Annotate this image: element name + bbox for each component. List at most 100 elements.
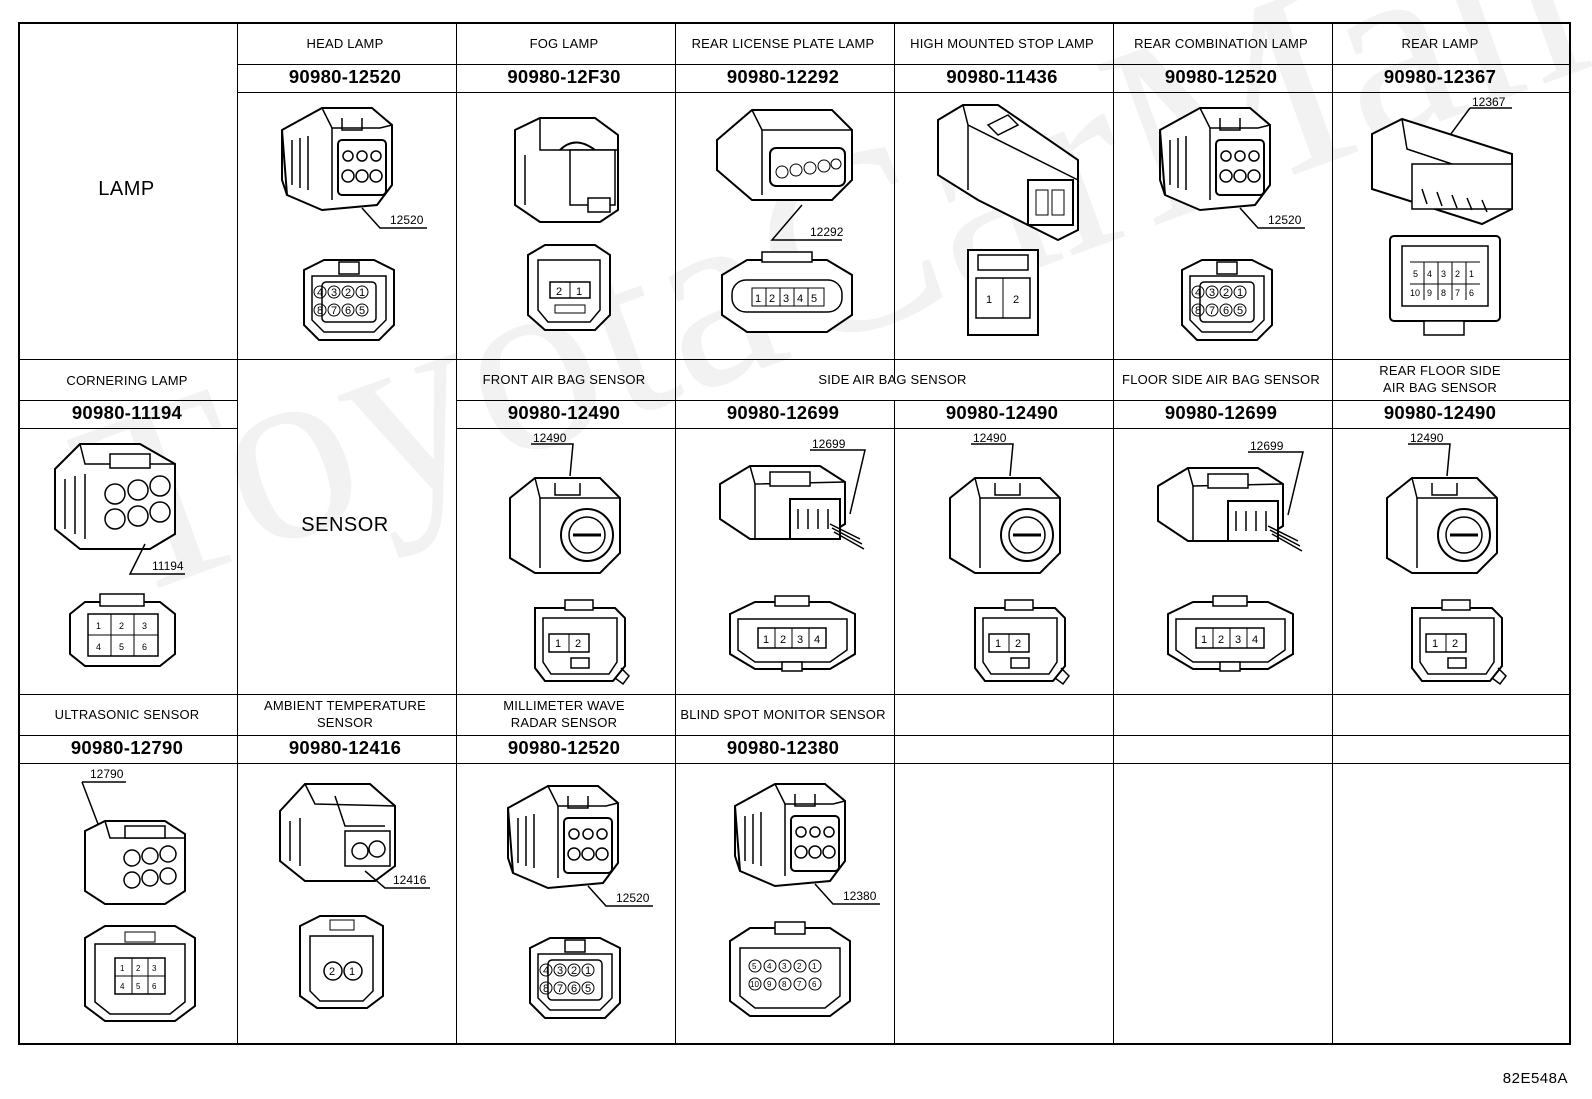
pin-label: 2: [329, 966, 335, 978]
pin-label: 9: [1427, 288, 1432, 298]
connector-figure-fog-lamp: 2 1: [500, 110, 640, 350]
connector-table: [18, 22, 1571, 1045]
pin-label: 3: [557, 965, 563, 977]
connector-figure-ambient-temperature-sensor: 12416 2 1: [275, 776, 445, 1036]
pin-label: 1: [349, 966, 355, 978]
tag-label: 12790: [90, 767, 124, 781]
pin-label: 5: [585, 983, 591, 995]
pin-label: 1: [1237, 287, 1243, 299]
pin-label: 8: [1195, 305, 1201, 317]
pin-label: 4: [120, 982, 125, 991]
pin-label: 4: [543, 965, 549, 977]
title-rear-lamp: REAR LAMP: [1401, 35, 1479, 51]
tag-label: 12699: [1250, 439, 1284, 453]
pin-label: 1: [120, 964, 125, 973]
pin-label: 8: [1441, 288, 1446, 298]
pin-label: 3: [783, 293, 789, 305]
part-number: 90980-12416: [288, 737, 402, 758]
pin-label: 5: [752, 962, 757, 971]
category-lamp: LAMP: [98, 178, 155, 200]
pin-label: 2: [136, 964, 141, 973]
part-number: 90980-12699: [1164, 402, 1278, 423]
part-number: 90980-12490: [945, 402, 1059, 423]
pin-label: 1: [1469, 269, 1474, 279]
title-rear-floor-side-air-bag-sensor: REAR FLOOR SIDE AIR BAG SENSOR: [1331, 360, 1549, 398]
pin-label: 8: [317, 305, 323, 317]
title-high-mounted-stop-lamp: HIGH MOUNTED STOP LAMP: [910, 35, 1094, 51]
pin-label: 5: [811, 293, 817, 305]
pin-label: 3: [152, 964, 157, 973]
pin-label: 8: [782, 980, 787, 989]
connector-figure-side-air-bag-sensor-12490: 12490 1 2: [935, 428, 1085, 688]
tag-label: 12380: [843, 889, 877, 903]
pin-label: 5: [359, 305, 365, 317]
connector-figure-blind-spot-monitor-sensor: 12380 5 4 3 2 1 10 9 8 7 6: [715, 776, 885, 1036]
category-sensor: SENSOR: [301, 513, 389, 536]
pin-label: 2: [571, 965, 577, 977]
title-line: SENSOR: [316, 715, 374, 730]
pin-label: 2: [119, 621, 124, 631]
title-millimeter-wave-radar-sensor: MILLIMETER WAVE RADAR SENSOR: [455, 695, 673, 733]
pin-label: 1: [96, 621, 101, 631]
title-ultrasonic-sensor: ULTRASONIC SENSOR: [54, 706, 200, 722]
pin-label: 3: [1209, 287, 1215, 299]
pin-label: 1: [995, 638, 1001, 650]
title-line: REAR FLOOR SIDE: [1379, 363, 1501, 378]
pin-label: 3: [782, 962, 787, 971]
tag-label: 12520: [1268, 213, 1302, 227]
connector-figure-high-mounted-stop-lamp: 1 2: [928, 100, 1088, 350]
pin-label: 9: [767, 980, 772, 989]
part-number: 90980-11194: [71, 402, 183, 423]
pin-label: 3: [331, 287, 337, 299]
pin-label: 4: [96, 642, 101, 652]
pin-label: 6: [142, 642, 147, 652]
tag-label: 12292: [810, 225, 844, 239]
part-number: 90980-12699: [726, 402, 840, 423]
title-cornering-lamp: CORNERING LAMP: [66, 372, 188, 388]
tag-label: 11194: [152, 559, 184, 573]
pin-label: 4: [317, 287, 323, 299]
part-number: 90980-12490: [507, 402, 621, 423]
connector-figure-cornering-lamp: 11194 1 2 3 4 5 6: [50, 434, 200, 684]
title-front-air-bag-sensor: FRONT AIR BAG SENSOR: [482, 371, 646, 387]
title-head-lamp: HEAD LAMP: [306, 35, 384, 51]
part-number: 90980-12490: [1383, 402, 1497, 423]
connector-figure-rear-lamp: 12367 5 4 3 2 1 10 9 8 7 6: [1362, 94, 1532, 350]
pin-label: 2: [1452, 638, 1458, 650]
connector-figure-front-air-bag-sensor: 12490 1 2: [495, 428, 645, 688]
pin-label: 6: [152, 982, 157, 991]
pin-label: 3: [142, 621, 147, 631]
pin-label: 7: [1455, 288, 1460, 298]
connector-figure-side-air-bag-sensor-12699: 12699 1 2 3 4: [710, 434, 880, 684]
part-number: 90980-12367: [1383, 66, 1497, 87]
pin-label: 1: [585, 965, 591, 977]
title-line: RADAR SENSOR: [510, 715, 618, 730]
tag-label: 12490: [1410, 431, 1444, 445]
pin-label: 10: [1410, 288, 1420, 298]
tag-label: 12520: [616, 891, 650, 905]
part-number: 90980-12520: [1164, 66, 1278, 87]
pin-label: 4: [797, 293, 803, 305]
pin-label: 2: [1015, 638, 1021, 650]
tag-label: 12699: [812, 437, 846, 451]
part-number: 90980-12F30: [507, 66, 621, 87]
pin-label: 2: [556, 286, 562, 298]
pin-label: 2: [1013, 294, 1019, 306]
pin-label: 4: [1427, 269, 1432, 279]
pin-label: 1: [1201, 634, 1207, 646]
pin-label: 5: [136, 982, 141, 991]
pin-label: 5: [1413, 269, 1418, 279]
connector-figure-rear-license-plate-lamp: 12292 1 2 3 4 5: [712, 100, 872, 350]
pin-label: 1: [576, 286, 582, 298]
title-side-air-bag-sensor: SIDE AIR BAG SENSOR: [818, 371, 967, 387]
pin-label: 1: [555, 638, 561, 650]
title-line: AMBIENT TEMPERATURE: [264, 698, 426, 713]
pin-label: 6: [812, 980, 817, 989]
pin-label: 6: [1223, 305, 1229, 317]
pin-label: 7: [331, 305, 337, 317]
tag-label: 12490: [973, 431, 1007, 445]
pin-label: 1: [812, 962, 817, 971]
pin-label: 2: [769, 293, 775, 305]
pin-label: 10: [750, 980, 759, 989]
title-ambient-temperature-sensor: AMBIENT TEMPERATURE SENSOR: [236, 695, 454, 733]
